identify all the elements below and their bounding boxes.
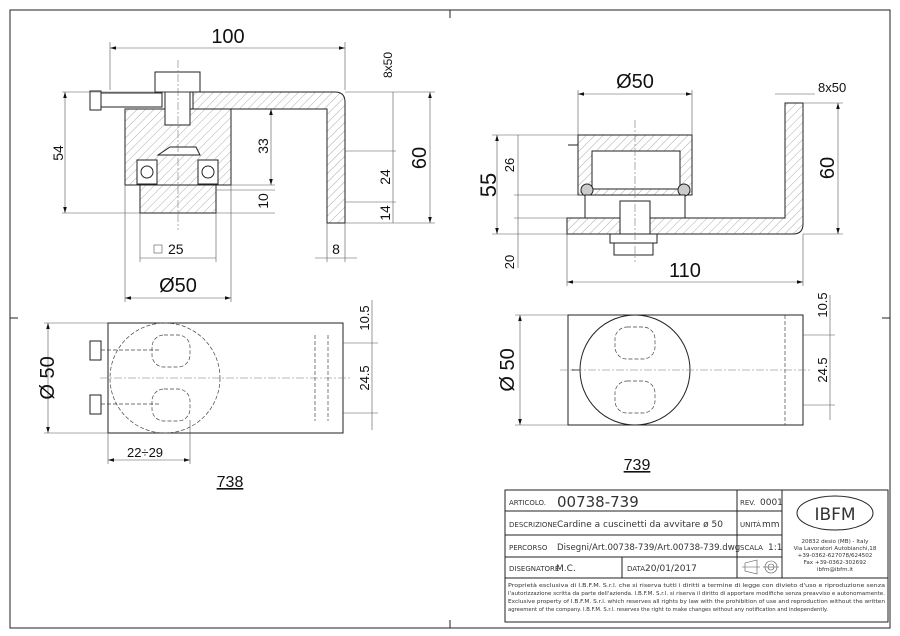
dim-60: 60 [409, 147, 431, 169]
dim-100: 100 [211, 26, 244, 48]
dim-dia50: Ø50 [616, 71, 654, 93]
view-label-739: 739 [624, 457, 651, 474]
email-line: ibfm@ibfm.it [817, 567, 854, 573]
data-value: 20/01/2017 [645, 564, 697, 574]
percorso-label: PERCORSO [509, 544, 548, 552]
scala-label: SCALA [740, 544, 763, 552]
address-line: Fax +39-0362-302692 [804, 560, 867, 566]
top-right-section-view [566, 102, 804, 262]
dim-8x50: 8x50 [818, 80, 846, 95]
view-label-738: 738 [217, 474, 244, 491]
dim-55: 55 [476, 173, 501, 197]
dim-10-5: 10.5 [815, 292, 830, 317]
dim-24-5: 24.5 [815, 357, 830, 382]
address-line: Via Lavoratori Autobianchi,18 [794, 546, 877, 552]
dim-dia50: Ø50 [159, 275, 197, 297]
rev-value: 0001 [760, 498, 783, 508]
projection-symbol-icon [742, 559, 779, 575]
scala-value: 1:1 [768, 543, 782, 553]
title-block: ARTICOLO. 00738-739 REV. 0001 DESCRIZION… [504, 489, 889, 623]
ibfm-logo: IBFM [796, 495, 874, 531]
address-line: 20832 desio (MB) - Italy [802, 539, 870, 545]
dim-110: 110 [669, 260, 701, 282]
bottom-right-plan-view [560, 314, 810, 426]
sheet-frame [9, 9, 891, 629]
dim-20: 20 [502, 255, 517, 269]
percorso-value: Disegni/Art.00738-739/Art.00738-739.dwg [557, 543, 740, 553]
dim-10: 10 [255, 193, 271, 209]
dim-33: 33 [255, 138, 271, 154]
top-left-dimensions: 100 8x50 54 33 10 24 14 60 25 8 Ø50 [50, 26, 435, 302]
dim-dia50: Ø 50 [37, 356, 59, 399]
disegnatore-value: M.C. [556, 564, 576, 574]
unita-label: UNITÀ [740, 520, 761, 529]
bottom-left-dimensions: Ø 50 10.5 24.5 22÷29 738 [37, 300, 378, 491]
dim-square-25: 25 [168, 241, 184, 257]
articolo-value: 00738-739 [557, 493, 639, 511]
top-left-section-view [89, 60, 346, 230]
dim-dia50: Ø 50 [497, 348, 519, 391]
dim-24: 24 [377, 169, 393, 185]
dim-10-5: 10.5 [357, 305, 372, 330]
dim-60: 60 [817, 157, 839, 179]
disclaimer-line: Proprietà esclusiva di I.B.F.M. S.r.l. c… [508, 582, 885, 589]
dim-22-29: 22÷29 [127, 445, 163, 460]
dim-54: 54 [50, 145, 66, 161]
unita-value: mm [762, 520, 780, 530]
disegnatore-label: DISEGNATORE [509, 565, 559, 573]
disclaimer-line: agreement of the company. I.B.F.M. S.r.l… [508, 607, 828, 613]
articolo-label: ARTICOLO. [509, 499, 546, 507]
data-label: DATA [627, 565, 645, 573]
dim-8: 8 [332, 241, 340, 257]
descrizione-label: DESCRIZIONE [509, 521, 557, 529]
descrizione-value: Cardine a cuscinetti da avvitare ø 50 [557, 520, 723, 530]
dim-8x50: 8x50 [381, 52, 395, 78]
disclaimer-line: l'autorizzazione scritta da parte dell'a… [508, 591, 885, 597]
disclaimer-line: Exclusive property of I.B.F.M. S.r.l. wh… [508, 599, 885, 605]
dim-14: 14 [377, 205, 393, 221]
rev-label: REV. [740, 499, 755, 507]
top-right-dimensions: Ø50 8x50 60 55 26 20 110 [476, 71, 846, 286]
dim-24-5: 24.5 [357, 365, 372, 390]
logo-text: IBFM [814, 505, 855, 525]
bottom-left-plan-view [89, 322, 350, 434]
address-line: +39-0362-627078/624502 [798, 553, 873, 559]
dim-26: 26 [502, 158, 517, 172]
bottom-right-dimensions: Ø 50 10.5 24.5 739 [497, 292, 835, 474]
